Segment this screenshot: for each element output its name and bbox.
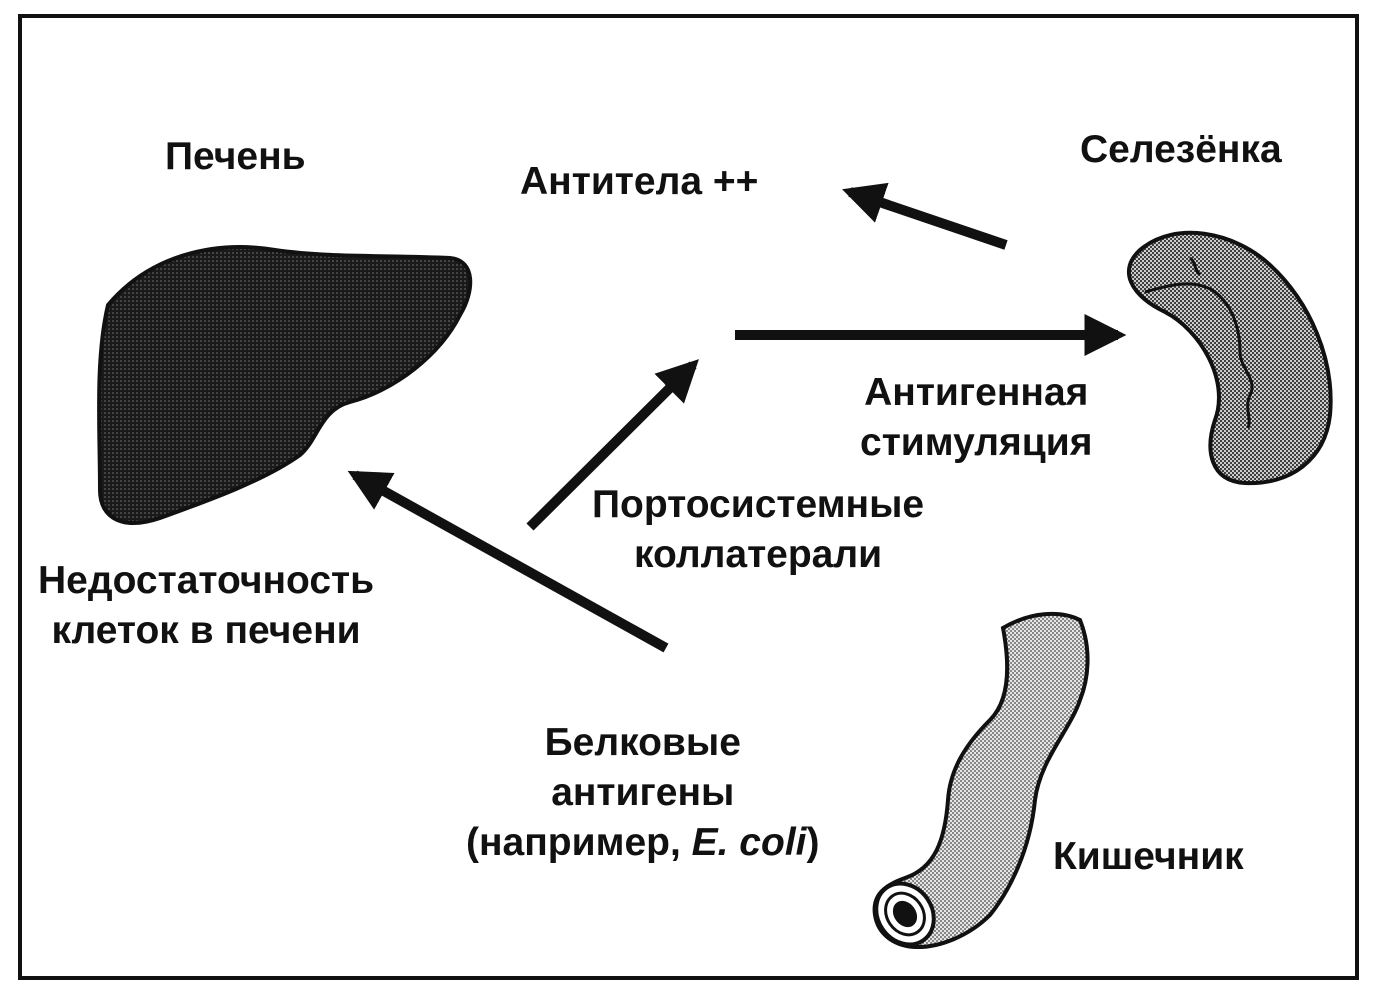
label-intestine: Кишечник <box>1053 835 1244 878</box>
liver-icon <box>97 245 473 525</box>
spleen-icon <box>1127 230 1333 486</box>
label-protein-line3: (например, E. coli) <box>466 818 820 868</box>
label-portosystemic-line1: Портосистемные <box>592 483 925 526</box>
label-portosystemic-collaterals: Портосистемные коллатерали <box>592 480 924 580</box>
arrow-portosystemic <box>526 359 699 531</box>
arrow-antigens-to-liver <box>347 470 669 653</box>
label-antigenic-stimulation: Антигенная стимуляция <box>860 368 1093 468</box>
label-antibodies: Антитела ++ <box>520 160 759 203</box>
label-liver-cell-insufficiency: Недостаточность клеток в печени <box>38 556 374 656</box>
label-insufficiency-line1: Недостаточность <box>38 559 375 602</box>
intestine-icon <box>872 611 1090 950</box>
label-protein-line1: Белковые <box>544 721 741 764</box>
label-protein-prefix: (например, <box>466 821 692 864</box>
label-antigenic-line2: стимуляция <box>860 421 1093 464</box>
label-protein-species: E. coli <box>691 821 807 864</box>
label-protein-suffix: ) <box>806 821 820 864</box>
label-spleen: Селезёнка <box>1080 128 1282 171</box>
label-antigenic-line1: Антигенная <box>864 371 1089 414</box>
label-protein-line2: антигены <box>551 771 735 814</box>
label-portosystemic-line2: коллатерали <box>633 533 883 576</box>
diagram-frame <box>18 14 1359 980</box>
arrow-spleen-to-antibodies <box>842 182 1008 250</box>
label-protein-antigens: Белковые антигены (например, E. coli) <box>466 718 820 868</box>
label-liver: Печень <box>165 135 306 178</box>
label-insufficiency-line2: клеток в печени <box>51 609 361 652</box>
